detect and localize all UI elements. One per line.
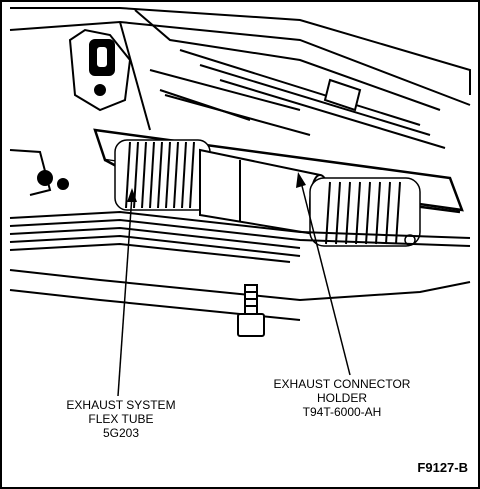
bolt bbox=[237, 284, 265, 337]
connector-holder-callout-line3: T94T-6000-AH bbox=[302, 405, 382, 419]
leader-arrow-holder bbox=[296, 172, 306, 188]
flex-tube-callout-line3: 5G203 bbox=[102, 426, 140, 440]
flex-tube-callout: EXHAUST SYSTEM FLEX TUBE 5G203 bbox=[36, 398, 206, 440]
frame-bracket bbox=[68, 28, 362, 112]
connector-holder-callout-line1: EXHAUST CONNECTOR bbox=[273, 377, 411, 391]
flex-tube-callout-line1: EXHAUST SYSTEM bbox=[66, 398, 176, 412]
vehicle-floor-pan bbox=[9, 7, 471, 149]
lower-frame bbox=[9, 149, 471, 321]
figure-code: F9127-B bbox=[417, 460, 468, 475]
flex-tube-callout-line2: FLEX TUBE bbox=[88, 412, 154, 426]
connector-holder-callout: EXHAUST CONNECTOR HOLDER T94T-6000-AH bbox=[252, 377, 432, 419]
leader-arrow-flex bbox=[127, 188, 137, 202]
flex-tube bbox=[114, 139, 211, 211]
leaf-spring bbox=[9, 210, 471, 263]
callout-leaders bbox=[117, 177, 351, 397]
connector-holder-callout-line2: HOLDER bbox=[316, 391, 367, 405]
